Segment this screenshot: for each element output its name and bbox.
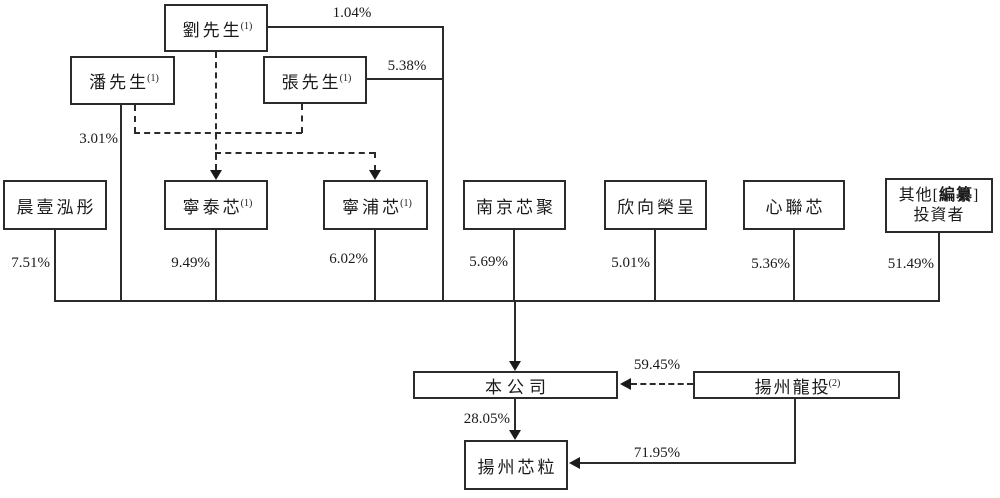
ownership-label-pan: 3.01%	[79, 131, 118, 147]
connector-longtou-to-company-dashed	[631, 383, 693, 385]
node-ningtaixin-superscript: (1)	[240, 197, 253, 209]
connector-company-to-xinli	[514, 399, 516, 431]
node-mr-liu-label: 劉先生	[182, 20, 243, 40]
connector-zhang-dashed-down	[301, 104, 303, 133]
node-xinlianxin-label: 心聯芯	[765, 197, 826, 217]
connector-other-to-bus	[938, 232, 940, 302]
arrow-down-icon	[509, 361, 521, 371]
ownership-label-liu: 1.04%	[332, 5, 372, 21]
node-yangzhou-longtou-superscript: (2)	[828, 377, 841, 389]
connector-xinlian-to-bus	[793, 230, 795, 302]
node-the-company: 本公司	[413, 371, 618, 399]
node-xinlianxin: 心聯芯	[743, 180, 845, 230]
connector-liu-to-corner	[268, 26, 444, 28]
ownership-label-longtou-company: 59.45%	[633, 357, 681, 373]
arrow-down-icon	[210, 170, 222, 180]
ownership-label-xinlian: 5.36%	[751, 256, 790, 272]
node-other-investors: 其他[編纂]投資者	[885, 178, 993, 233]
node-nanjing-xinju-label: 南京芯聚	[476, 197, 556, 217]
node-mr-liu: 劉先生(1)	[164, 4, 268, 52]
ownership-label-ningpu: 6.02%	[329, 251, 368, 267]
connector-corner-to-bus	[442, 26, 444, 302]
connector-pan-to-bus	[120, 105, 122, 301]
connector-ningpu-to-bus	[374, 230, 376, 302]
connector-pan-dashed-down	[134, 105, 136, 133]
connector-ningpu-dashed-down	[374, 152, 376, 171]
arrow-left-icon	[569, 457, 580, 469]
connector-ningtai-to-bus	[215, 230, 217, 302]
connector-liu-dashed-down	[215, 52, 217, 170]
ownership-label-zhang: 5.38%	[387, 58, 427, 74]
node-ningtaixin: 寧泰芯(1)	[164, 180, 268, 230]
connector-chenyi-to-bus	[54, 228, 56, 302]
node-mr-zhang: 張先生(1)	[263, 56, 367, 104]
node-mr-liu-superscript: (1)	[240, 20, 253, 32]
node-ningpuxin-label: 寧浦芯	[342, 197, 403, 217]
node-chenyi-hongtong: 晨壹泓彤	[3, 180, 107, 230]
ownership-label-nanjing: 5.69%	[469, 254, 508, 270]
node-ningpuxin-superscript: (1)	[400, 197, 412, 209]
node-mr-pan-label: 潘先生	[89, 73, 150, 92]
node-yangzhou-longtou-label: 揚州龍投	[754, 377, 831, 397]
node-nanjing-xinju: 南京芯聚	[463, 180, 566, 230]
node-mr-zhang-superscript: (1)	[339, 72, 352, 84]
node-ningpuxin: 寧浦芯(1)	[323, 180, 428, 230]
connector-nanjing-to-bus	[513, 229, 515, 302]
connector-zhang-to-corner	[367, 78, 444, 80]
ownership-label-company-xinli: 28.05%	[463, 411, 510, 427]
node-mr-pan-superscript: (1)	[147, 73, 159, 85]
node-chenyi-hongtong-label: 晨壹泓彤	[16, 197, 97, 217]
connector-dashed-to-ningpu	[215, 152, 375, 154]
connector-xinxiang-to-bus	[654, 230, 656, 302]
connector-longtou-down	[794, 399, 796, 463]
ownership-label-other: 51.49%	[887, 256, 934, 272]
node-other-investors-label: 其他[編纂]投資者	[898, 186, 980, 224]
ownership-label-xinxiang: 5.01%	[611, 255, 650, 271]
node-xinxiang-rongcheng-label: 欣向榮呈	[617, 197, 697, 217]
node-mr-zhang-label: 張先生	[281, 72, 342, 92]
redacted-tag: 編纂	[939, 186, 974, 204]
node-xinxiang-rongcheng: 欣向榮呈	[604, 180, 707, 230]
node-yangzhou-longtou: 揚州龍投(2)	[693, 371, 900, 399]
arrow-left-icon	[620, 378, 631, 390]
connector-longtou-to-xinli	[580, 462, 796, 464]
arrow-down-icon	[369, 170, 381, 180]
ownership-label-longtou-xinli: 71.95%	[633, 445, 681, 461]
node-yangzhou-xinli-label: 揚州芯粒	[477, 457, 558, 477]
node-the-company-label: 本公司	[485, 377, 551, 397]
node-ningtaixin-label: 寧泰芯	[182, 197, 243, 217]
connector-bus-line	[54, 300, 940, 302]
ownership-label-ningtai: 9.49%	[171, 255, 210, 271]
connector-pan-zhang-dashed	[134, 132, 302, 134]
node-mr-pan: 潘先生(1)	[70, 56, 175, 105]
arrow-down-icon	[509, 430, 521, 440]
ownership-label-chenyi: 7.51%	[11, 255, 50, 271]
node-yangzhou-xinli: 揚州芯粒	[464, 440, 568, 490]
connector-bus-to-company	[514, 302, 516, 362]
